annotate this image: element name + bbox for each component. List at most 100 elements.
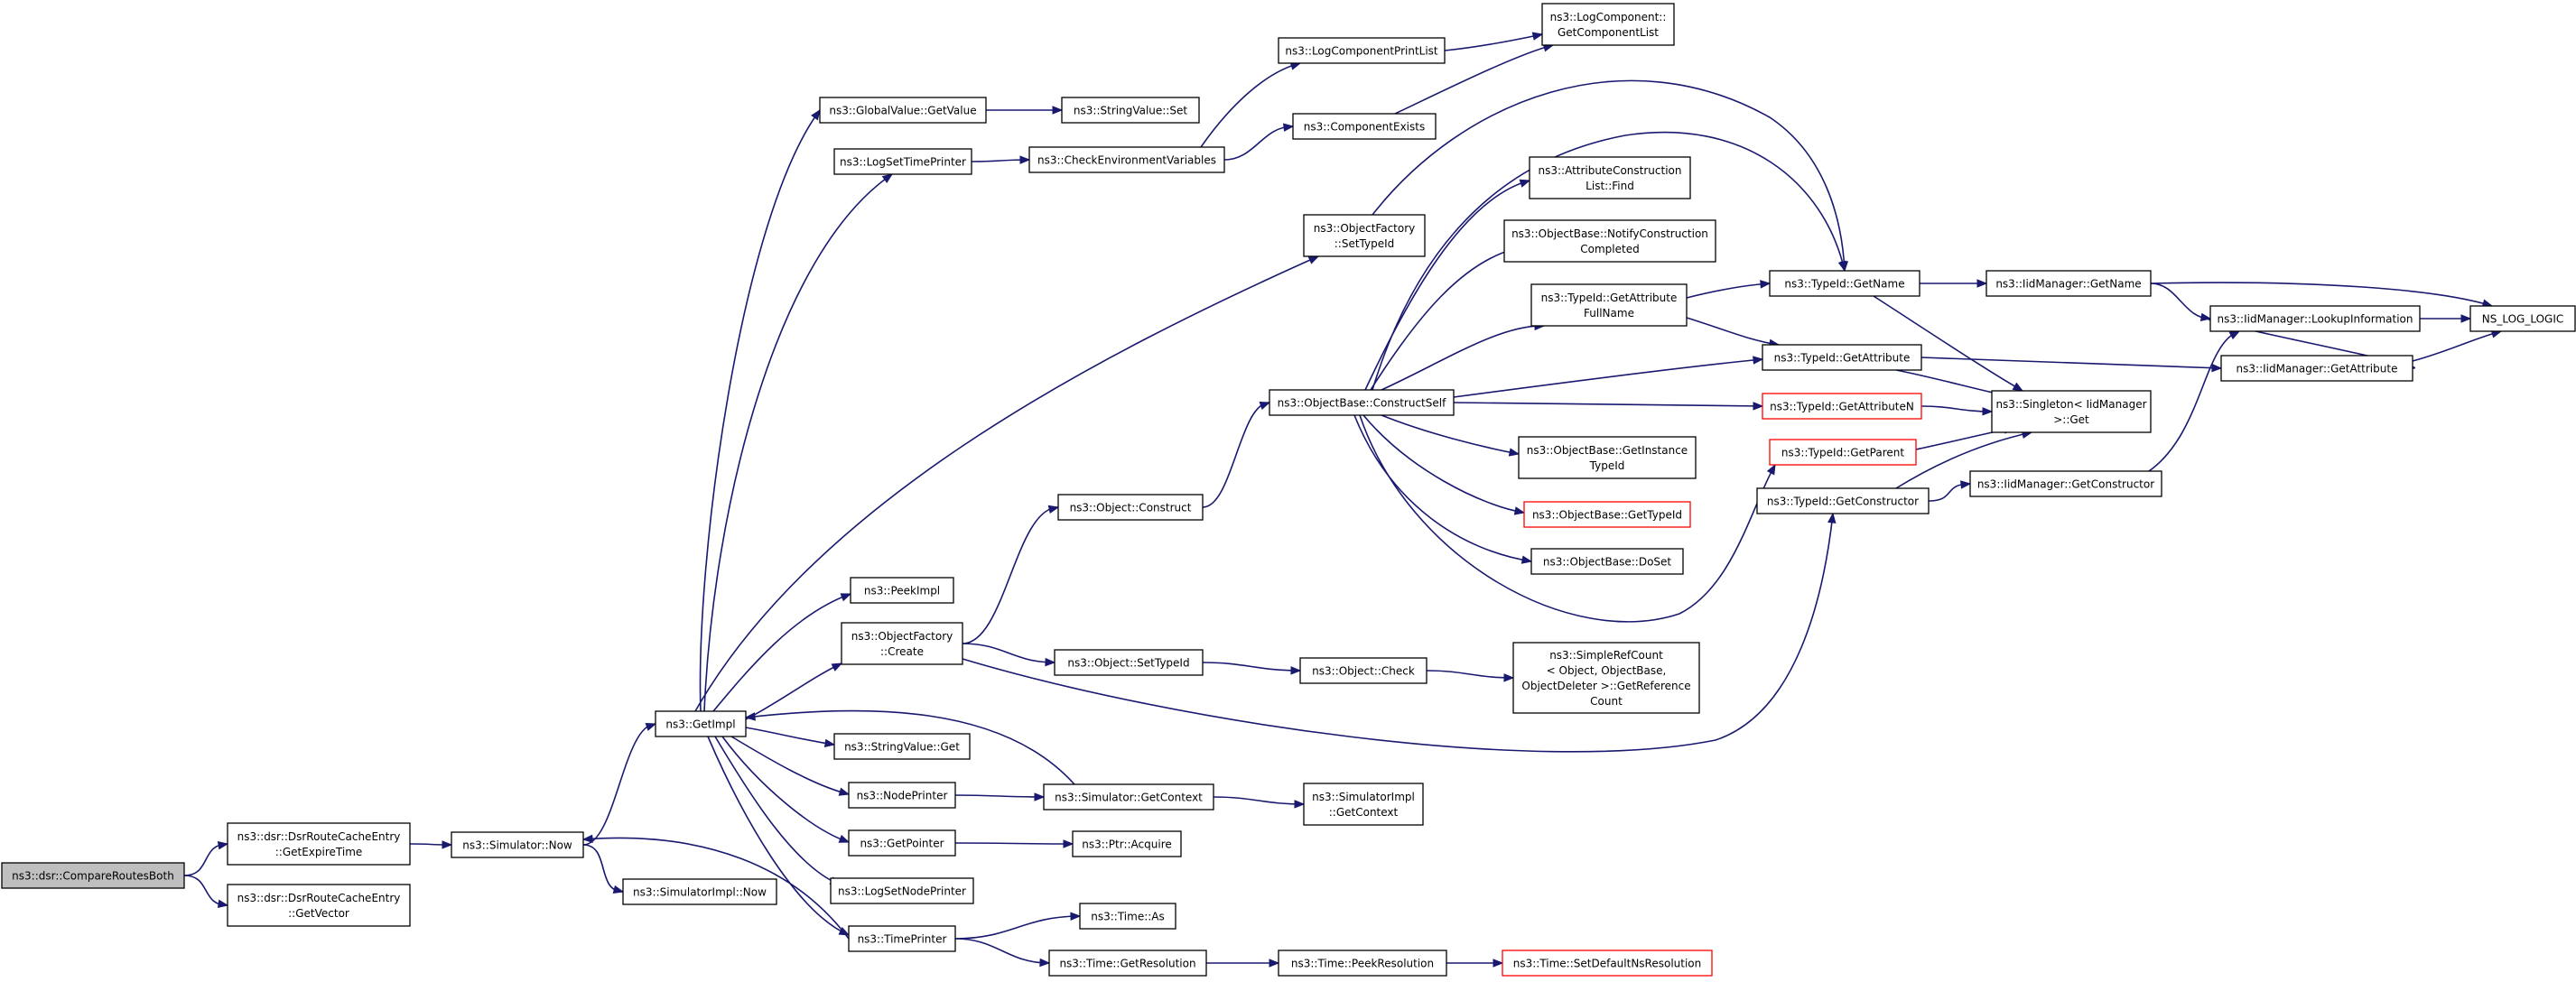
call-edge-tidGetAttrFull-to-tidGetName	[1686, 280, 1772, 299]
call-edge-getImpl-to-peekImpl	[712, 593, 852, 712]
node-label: ns3::IidManager::GetConstructor	[1977, 478, 2154, 491]
function-node-tidGetName[interactable]: ns3::TypeId::GetName	[1769, 270, 1920, 297]
call-edge-objConstruct-to-obConstructSelf	[1202, 402, 1271, 508]
function-node-logSetTP[interactable]: ns3::LogSetTimePrinter	[833, 148, 972, 175]
node-label: ns3::IidManager::GetName	[1995, 278, 2141, 291]
node-label: ns3::ComponentExists	[1304, 121, 1425, 134]
call-edge-ofCreate-to-tidGetCtor	[962, 512, 1837, 753]
call-edge-compExists-to-logCompGetList	[1394, 43, 1555, 115]
function-node-tidGetParent[interactable]: ns3::TypeId::GetParent	[1769, 439, 1917, 466]
node-label: TypeId	[1589, 459, 1625, 472]
arrow-head	[1047, 505, 1060, 514]
call-edge-iidGetCtor-to-iidLookup	[2148, 330, 2241, 472]
function-node-logSetNP[interactable]: ns3::LogSetNodePrinter	[830, 877, 974, 904]
call-edge-ofCreate-to-objConstruct	[962, 505, 1060, 644]
function-node-peekImpl[interactable]: ns3::PeekImpl	[850, 577, 954, 604]
function-node-ofSetTypeId[interactable]: ns3::ObjectFactory::SetTypeId	[1303, 214, 1426, 257]
function-node-simNow[interactable]: ns3::Simulator::Now	[451, 831, 584, 858]
arrow-head	[1508, 448, 1520, 457]
function-node-iidLookup[interactable]: ns3::IidManager::LookupInformation	[2209, 305, 2421, 332]
function-node-singletonGet[interactable]: ns3::Singleton< IidManager >::Get	[1991, 390, 2152, 433]
edge-line	[1920, 405, 1993, 412]
node-box	[2209, 305, 2421, 332]
function-node-getPointer[interactable]: ns3::GetPointer	[848, 829, 956, 857]
function-node-logCPL[interactable]: ns3::LogComponentPrintList	[1278, 37, 1446, 64]
node-label: ObjectDeleter >::GetReference	[1521, 680, 1690, 692]
node-label: ::Create	[880, 645, 924, 658]
function-node-tidGetCtor[interactable]: ns3::TypeId::GetConstructor	[1756, 487, 1930, 514]
arrow-head	[1520, 555, 1533, 564]
call-edge-getImpl-to-getPointer	[721, 736, 851, 843]
function-node-nodePrinter[interactable]: ns3::NodePrinter	[848, 782, 956, 809]
node-label: NS_LOG_LOGIC	[2482, 313, 2564, 326]
function-node-timePeekRes[interactable]: ns3::Time::PeekResolution	[1278, 950, 1447, 977]
function-node-getExpire[interactable]: ns3::dsr::DsrRouteCacheEntry::GetExpireT…	[227, 822, 411, 866]
function-node-timeAs[interactable]: ns3::Time::As	[1079, 903, 1176, 930]
node-label: ns3::LogSetNodePrinter	[838, 885, 966, 898]
function-node-timeSetDefault[interactable]: ns3::Time::SetDefaultNsResolution	[1502, 950, 1713, 977]
edge-line	[954, 915, 1081, 940]
node-box	[1072, 830, 1182, 857]
function-node-tidGetAttrN[interactable]: ns3::TypeId::GetAttributeN	[1762, 393, 1922, 420]
function-node-gvGetValue[interactable]: ns3::GlobalValue::GetValue	[819, 97, 987, 124]
edge-line	[1202, 662, 1301, 672]
edge-line	[1394, 44, 1554, 115]
function-node-timePrinter[interactable]: ns3::TimePrinter	[848, 925, 956, 952]
function-node-logCompGetList[interactable]: ns3::LogComponent::GetComponentList	[1541, 3, 1675, 46]
function-node-svGet[interactable]: ns3::StringValue::Get	[833, 733, 971, 760]
function-node-timeGetRes[interactable]: ns3::Time::GetResolution	[1048, 950, 1207, 977]
function-node-objConstruct[interactable]: ns3::Object::Construct	[1057, 494, 1204, 521]
function-node-compExists[interactable]: ns3::ComponentExists	[1292, 113, 1437, 140]
call-edge-getImpl-to-svGet	[745, 727, 836, 748]
function-node-obGetTypeId[interactable]: ns3::ObjectBase::GetTypeId	[1523, 501, 1691, 528]
call-edge-tidGetAttrFull-to-tidGetAttr	[1686, 317, 1781, 347]
function-node-compare[interactable]: ns3::dsr::CompareRoutesBoth	[1, 862, 185, 889]
node-label: ns3::TypeId::GetAttribute	[1774, 352, 1911, 365]
node-label: ns3::LogComponent::	[1550, 11, 1667, 23]
function-node-objSetTypeId[interactable]: ns3::Object::SetTypeId	[1054, 649, 1204, 676]
call-edge-obConstructSelf-to-tidGetParent	[1359, 414, 1776, 623]
node-box	[1756, 487, 1930, 514]
node-label: ns3::StringValue::Get	[844, 741, 960, 754]
function-node-obConstructSelf[interactable]: ns3::ObjectBase::ConstructSelf	[1269, 389, 1455, 416]
function-node-srcGetRef[interactable]: ns3::SimpleRefCount< Object, ObjectBase,…	[1512, 642, 1700, 714]
node-box	[848, 829, 956, 857]
edge-line	[699, 109, 821, 712]
function-node-obNotify[interactable]: ns3::ObjectBase::NotifyConstructionCompl…	[1503, 219, 1716, 263]
function-node-ptrAcquire[interactable]: ns3::Ptr::Acquire	[1072, 830, 1182, 857]
node-label: ns3::ObjectBase::NotifyConstruction	[1511, 227, 1708, 240]
function-node-iidGetCtor[interactable]: ns3::IidManager::GetConstructor	[1969, 470, 2162, 497]
edge-line	[745, 662, 842, 720]
function-node-simImplNow[interactable]: ns3::SimulatorImpl::Now	[622, 878, 777, 905]
node-label: ::GetExpireTime	[275, 846, 363, 858]
function-node-getVector[interactable]: ns3::dsr::DsrRouteCacheEntry::GetVector	[227, 884, 411, 927]
function-node-obDoSet[interactable]: ns3::ObjectBase::DoSet	[1530, 548, 1684, 575]
call-edge-iidGetName-to-iidLookup	[2150, 283, 2212, 322]
function-node-tidGetAttr[interactable]: ns3::TypeId::GetAttribute	[1762, 344, 1922, 371]
function-node-simImplGetCtx[interactable]: ns3::SimulatorImpl::GetContext	[1303, 783, 1424, 826]
node-label: ns3::GlobalValue::GetValue	[829, 105, 976, 117]
function-node-svSet[interactable]: ns3::StringValue::Set	[1061, 97, 1200, 124]
function-node-iidGetName[interactable]: ns3::IidManager::GetName	[1985, 270, 2152, 297]
function-node-objCheck[interactable]: ns3::Object::Check	[1299, 657, 1427, 684]
function-node-getImpl[interactable]: ns3::GetImpl	[655, 710, 747, 737]
function-node-ofCreate[interactable]: ns3::ObjectFactory::Create	[841, 622, 963, 665]
function-node-nsLogLogic[interactable]: NS_LOG_LOGIC	[2469, 305, 2576, 332]
edge-line	[1362, 414, 1525, 514]
function-node-simGetContext[interactable]: ns3::Simulator::GetContext	[1043, 783, 1214, 811]
call-edge-obConstructSelf-to-aclFind	[1364, 179, 1531, 391]
edge-line	[745, 727, 835, 746]
function-node-iidGetAttr[interactable]: ns3::IidManager::GetAttribute	[2220, 355, 2413, 382]
node-box	[1048, 950, 1207, 977]
function-node-checkEnv[interactable]: ns3::CheckEnvironmentVariables	[1028, 146, 1225, 173]
arrow-head	[831, 662, 843, 672]
node-box	[1969, 470, 2162, 497]
edge-line	[1223, 125, 1294, 161]
node-box	[227, 822, 411, 866]
node-label: ns3::GetImpl	[665, 718, 735, 731]
arrow-head	[1753, 402, 1764, 411]
edge-line	[707, 736, 850, 936]
